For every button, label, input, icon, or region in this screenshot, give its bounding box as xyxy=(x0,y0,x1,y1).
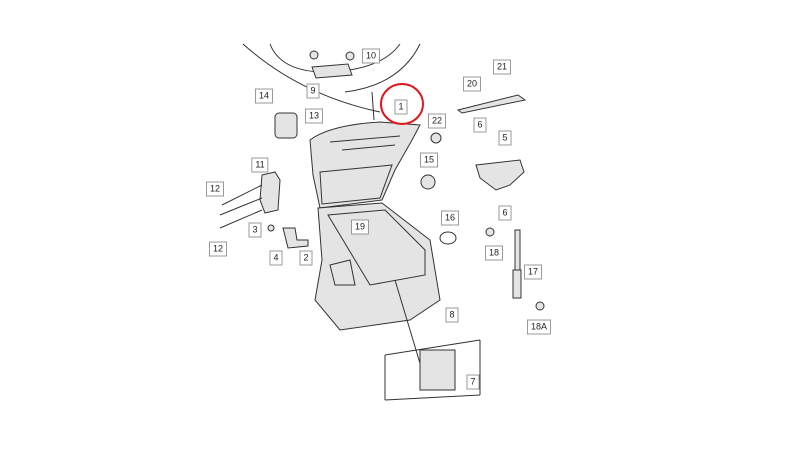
callout-2[interactable]: 2 xyxy=(299,250,313,266)
part-3-nut xyxy=(267,224,275,232)
part-22-buffer xyxy=(430,132,442,144)
callout-16[interactable]: 16 xyxy=(440,210,460,226)
callout-9[interactable]: 9 xyxy=(306,83,320,99)
callout-6[interactable]: 6 xyxy=(498,205,512,221)
callout-19[interactable]: 19 xyxy=(350,219,370,235)
callout-5[interactable]: 5 xyxy=(498,130,512,146)
part-11-hinge xyxy=(259,171,281,214)
callout-17[interactable]: 17 xyxy=(523,264,543,280)
callout-10[interactable]: 10 xyxy=(361,48,381,64)
callout-12[interactable]: 12 xyxy=(205,181,225,197)
part-10-nut xyxy=(345,51,355,61)
callout-7[interactable]: 7 xyxy=(466,374,480,390)
part-9-handle xyxy=(311,63,353,79)
tailgate-window xyxy=(319,135,401,205)
callout-8[interactable]: 8 xyxy=(445,307,459,323)
part-20-strip xyxy=(456,94,527,114)
callout-13[interactable]: 13 xyxy=(304,108,324,124)
part-18A-ballstud xyxy=(535,301,545,311)
part-17-strut xyxy=(514,229,521,271)
callout-18[interactable]: 18 xyxy=(484,245,504,261)
rear-body xyxy=(314,202,441,331)
boot-opening xyxy=(327,209,426,286)
part-13-bracket xyxy=(274,112,298,139)
bolt-lines xyxy=(219,184,263,229)
part-17-body xyxy=(512,269,522,299)
callout-1[interactable]: 1 xyxy=(394,99,408,115)
part-15-grommet xyxy=(420,174,436,190)
part-2-bracket xyxy=(282,227,309,249)
callout-14[interactable]: 14 xyxy=(254,88,274,104)
lower-panel xyxy=(384,339,481,401)
callout-6[interactable]: 6 xyxy=(473,117,487,133)
callout-15[interactable]: 15 xyxy=(419,152,439,168)
part-16-seal xyxy=(439,231,457,245)
part-7-lock xyxy=(419,349,456,391)
nut xyxy=(309,50,319,60)
highlight-circle xyxy=(380,83,424,125)
callout-11[interactable]: 11 xyxy=(251,157,269,173)
part-1-tailgate xyxy=(309,121,421,209)
callout-18A[interactable]: 18A xyxy=(526,319,552,335)
callout-20[interactable]: 20 xyxy=(462,76,482,92)
callout-4[interactable]: 4 xyxy=(269,250,283,266)
callout-21[interactable]: 21 xyxy=(492,59,512,75)
roof-outline xyxy=(242,43,421,121)
part-5-latch xyxy=(475,159,525,191)
callout-12[interactable]: 12 xyxy=(208,241,228,257)
callout-3[interactable]: 3 xyxy=(248,222,262,238)
callout-22[interactable]: 22 xyxy=(427,113,447,129)
part-18-ballstud xyxy=(485,227,495,237)
